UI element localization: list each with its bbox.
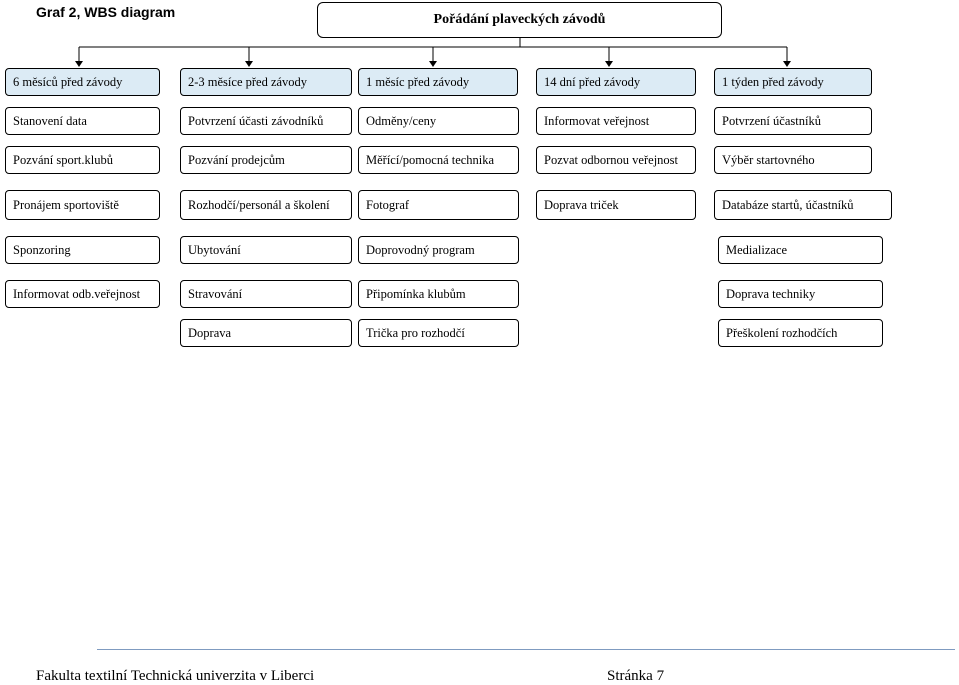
- task-box: Pronájem sportoviště: [5, 190, 160, 220]
- task-box: Připomínka klubům: [358, 280, 519, 308]
- task-box: Výběr startovného: [714, 146, 872, 174]
- diagram-caption: Graf 2, WBS diagram: [36, 4, 176, 20]
- task-box: Informovat veřejnost: [536, 107, 696, 135]
- task-box: Sponzoring: [5, 236, 160, 264]
- task-box: Doprava: [180, 319, 352, 347]
- task-box: Fotograf: [358, 190, 519, 220]
- task-box: Přeškolení rozhodčích: [718, 319, 883, 347]
- task-box: Databáze startů, účastníků: [714, 190, 892, 220]
- task-box: Potvrzení účasti závodníků: [180, 107, 352, 135]
- footer-left: Fakulta textilní Technická univerzita v …: [36, 668, 315, 684]
- task-box: Měřící/pomocná technika: [358, 146, 519, 174]
- footer-rule: [97, 649, 955, 650]
- task-box: Doprava techniky: [718, 280, 883, 308]
- task-box: Medializace: [718, 236, 883, 264]
- task-box: Pozvat odbornou veřejnost: [536, 146, 696, 174]
- task-box: Trička pro rozhodčí: [358, 319, 519, 347]
- task-box: Stravování: [180, 280, 352, 308]
- phase-header: 14 dní před závody: [536, 68, 696, 96]
- task-box: Pozvání prodejcům: [180, 146, 352, 174]
- task-box: Informovat odb.veřejnost: [5, 280, 160, 308]
- footer-page: Stránka 7: [607, 668, 665, 684]
- task-box: Pozvání sport.klubů: [5, 146, 160, 174]
- phase-header: 1 týden před závody: [714, 68, 872, 96]
- phase-header: 2-3 měsíce před závody: [180, 68, 352, 96]
- task-box: Potvrzení účastníků: [714, 107, 872, 135]
- task-box: Ubytování: [180, 236, 352, 264]
- task-box: Rozhodčí/personál a školení: [180, 190, 352, 220]
- task-box: Doprovodný program: [358, 236, 519, 264]
- root-node: Pořádání plaveckých závodů: [317, 2, 722, 38]
- phase-header: 1 měsíc před závody: [358, 68, 518, 96]
- task-box: Odměny/ceny: [358, 107, 519, 135]
- task-box: Stanovení data: [5, 107, 160, 135]
- phase-header: 6 měsíců před závody: [5, 68, 160, 96]
- task-box: Doprava triček: [536, 190, 696, 220]
